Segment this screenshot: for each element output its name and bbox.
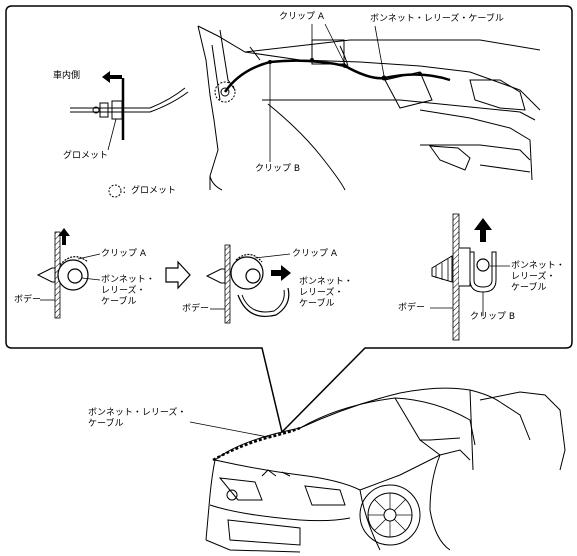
hood-release-cable-overview [212, 426, 301, 462]
clip-a-detail-1 [36, 228, 101, 319]
label-body-3: ボデー [398, 303, 426, 313]
label-grommet-legend: ：グロメット [122, 186, 177, 196]
label-hood-cable-top: ボンネット・レリーズ・ケーブル [370, 14, 504, 24]
label-clip-a-2: クリップ A [292, 249, 338, 259]
label-cable-stack-1-line2: レリーズ・ [101, 286, 146, 296]
label-bottom-cable-line2: ケーブル [88, 419, 124, 429]
label-cable-stack-1: ボンネット・ レリーズ・ ケーブル [101, 275, 155, 308]
car-overview [205, 387, 566, 553]
label-clip-a-1: クリップ A [101, 249, 147, 259]
grommet-detail [70, 78, 189, 151]
label-body-1: ボデー [14, 295, 42, 305]
label-cable-stack-2-line3: ケーブル [299, 299, 335, 309]
label-cable-stack-2-line2: レリーズ・ [299, 288, 344, 298]
label-cable-stack-3-line1: ボンネット・ [511, 261, 565, 271]
fender-illustration [197, 25, 541, 191]
grommet-fender-marker [214, 81, 236, 103]
interior-direction-arrow [102, 71, 122, 83]
grommet-legend-marker [108, 184, 122, 198]
label-cable-stack-2: ボンネット・ レリーズ・ ケーブル [299, 277, 353, 310]
label-cable-stack-3-line3: ケーブル [511, 283, 547, 293]
label-cable-stack-1-line1: ボンネット・ [101, 275, 155, 285]
label-cable-stack-2-line1: ボンネット・ [299, 277, 353, 287]
process-arrow [165, 260, 191, 290]
label-cable-stack-3-line2: レリーズ・ [511, 272, 556, 282]
label-grommet: グロメット [63, 151, 109, 161]
label-cable-stack-1-line3: ケーブル [101, 297, 137, 307]
leader-lines-top [269, 23, 385, 162]
clip-b-detail [430, 213, 510, 341]
label-clip-b: クリップ B [470, 312, 516, 322]
label-interior-side: 車内側 [53, 71, 81, 81]
label-bottom-cable-line1: ボンネット・レリーズ・ [88, 408, 187, 418]
callout-frame [5, 5, 573, 434]
clip-a-detail-2 [205, 244, 291, 324]
label-body-2: ボデー [182, 304, 210, 314]
label-bottom-cable: ボンネット・レリーズ・ ケーブル [88, 408, 186, 430]
label-clip-a-top: クリップ A [279, 12, 325, 22]
label-cable-stack-3: ボンネット・ レリーズ・ ケーブル [511, 261, 565, 294]
bottom-cable-leader [189, 421, 269, 438]
label-clip-b-top: クリップ B [255, 164, 301, 174]
